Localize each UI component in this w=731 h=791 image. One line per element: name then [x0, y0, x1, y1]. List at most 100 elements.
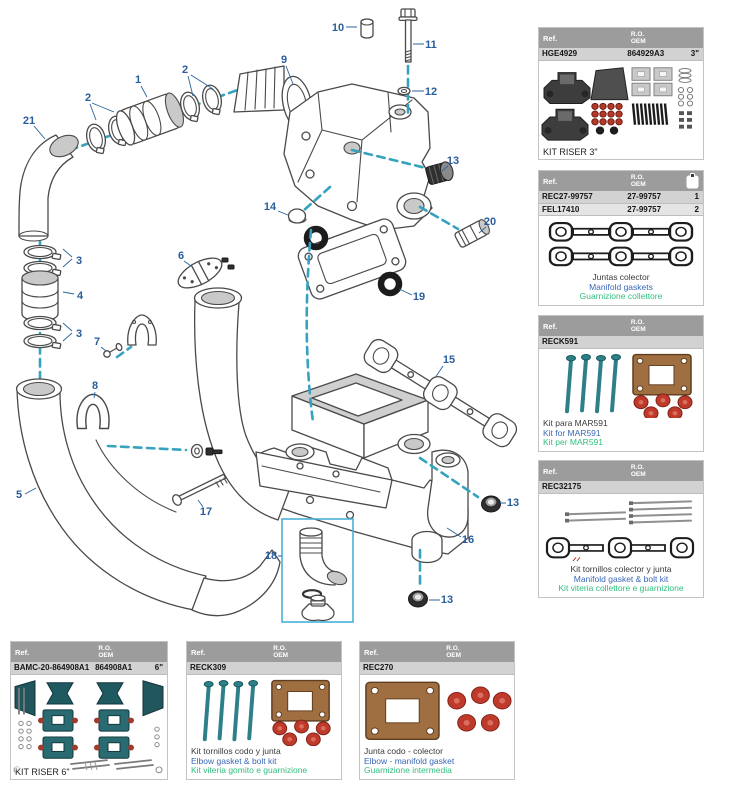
callout-13c: 13: [441, 594, 453, 606]
part-ref: HGE4929: [542, 49, 578, 59]
caption-it: Guarnizione collettore: [579, 291, 663, 302]
product-photo-area: KIT RISER 6": [11, 675, 167, 780]
callout-2a: 2: [182, 64, 188, 76]
part-plug-13-upper: [425, 161, 454, 185]
callout-7: 7: [94, 336, 100, 348]
caption-es: Kit para MAR591: [543, 418, 608, 429]
table-row: REC32175: [539, 481, 703, 494]
parts-card-reck309: Ref. R.O.OEM RECK309: [186, 641, 342, 780]
package-icon: [686, 173, 699, 189]
callout-14: 14: [264, 201, 277, 213]
parts-card-kit-riser-3: Ref. R.O.OEM HGE4929 864929A3 3": [538, 27, 704, 160]
callout-13b: 13: [507, 497, 519, 509]
callout-16: 16: [462, 534, 474, 546]
callout-21: 21: [23, 115, 35, 127]
table-row: RECK591: [539, 336, 703, 349]
product-photo-rec32175: [545, 499, 695, 561]
part-bolt-17: [172, 473, 228, 506]
caption-en: Kit for MAR591: [543, 427, 601, 438]
table-row: REC27-99757 27-99757 1: [539, 191, 703, 204]
part-fitting-20: [454, 219, 490, 248]
table-header: Ref. R.O.OEM: [539, 171, 703, 191]
col-ref-label: Ref.: [543, 322, 558, 331]
table-row: RECK309: [187, 662, 341, 675]
part-plug-14: [287, 208, 307, 224]
part-retainer-clip: [127, 314, 157, 346]
caption-block: Junta codo - colector Elbow - manifold g…: [360, 746, 514, 779]
exploded-parts-diagram: 10 11 12 9 2 1 2 21 13 14 20 19 3 4 3 6 …: [15, 8, 519, 623]
caption-en: Elbow - manifold gasket: [364, 755, 455, 766]
product-photo-rec270: [365, 681, 512, 740]
part-oem: 864929A3: [627, 49, 665, 59]
part-oem: 27-99757: [627, 204, 662, 214]
part-manifold-gasket-15: [363, 338, 518, 448]
col-oem-label: R.O.OEM: [446, 644, 462, 660]
callout-4: 4: [77, 290, 84, 302]
product-photo-area: [539, 349, 703, 419]
part-qty: 3": [690, 49, 699, 59]
col-ref-label: Ref.: [364, 648, 379, 657]
kit-caption: KIT RISER 6": [15, 767, 70, 777]
callout-1: 1: [135, 74, 141, 86]
col-oem-label: R.O.OEM: [630, 173, 646, 189]
part-ref: FEL17410: [542, 204, 580, 214]
caption-en: Elbow gasket & bolt kit: [191, 755, 277, 766]
callout-2b: 2: [85, 92, 91, 104]
callout-5: 5: [16, 489, 22, 501]
product-photo-reck309: [202, 679, 331, 746]
callout-19: 19: [413, 291, 425, 303]
part-oem: 864908A1: [95, 663, 133, 673]
callout-15: 15: [443, 354, 455, 366]
callout-3b: 3: [76, 328, 82, 340]
col-oem-label: R.O.OEM: [630, 318, 646, 334]
parts-card-rec32175: Ref. R.O.OEM REC32175: [538, 460, 704, 598]
part-hose-clamp-stack: [21, 244, 62, 350]
callout-12: 12: [425, 86, 437, 98]
col-oem-label: R.O.OEM: [630, 30, 646, 46]
part-bolt-11: [398, 8, 418, 63]
product-photo-manifold-gaskets: [548, 221, 694, 267]
part-exhaust-elbow-body: [283, 83, 433, 231]
caption-it: Kit per MAR591: [543, 437, 603, 448]
table-header: Ref. R.O.OEM: [539, 28, 703, 48]
part-plug-13-bottom: [408, 590, 428, 608]
product-photo-area: [360, 675, 514, 747]
product-photo-area: [539, 494, 703, 565]
caption-es: Junta codo - colector: [364, 746, 443, 757]
col-ref-label: Ref.: [15, 648, 30, 657]
part-ref: RECK591: [542, 337, 579, 347]
callout-17: 17: [200, 506, 212, 518]
col-oem-label: R.O.OEM: [273, 644, 289, 660]
col-ref-label: Ref.: [543, 467, 558, 476]
table-header: Ref. R.O.OEM: [539, 461, 703, 481]
caption-it: Kit viteria gomito e guarnizione: [191, 765, 308, 776]
table-row: FEL17410 27-99757 2: [539, 203, 703, 216]
parts-card-rec270: Ref. R.O.OEM REC270 Junta codo - colecto: [359, 641, 515, 780]
part-y-pipe-5: [15, 287, 393, 617]
col-ref-label: Ref.: [543, 177, 558, 186]
part-ref: RECK309: [190, 663, 227, 673]
table-header: Ref. R.O.OEM: [360, 642, 514, 662]
caption-block: Kit para MAR591 Kit for MAR591 Kit per M…: [539, 418, 703, 451]
callout-11: 11: [425, 39, 437, 51]
table-row: HGE4929 864929A3 3": [539, 48, 703, 61]
col-ref-label: Ref.: [543, 34, 558, 43]
part-anode-plate-6: [177, 257, 235, 289]
caption-es: Kit tornillos codo y junta: [191, 746, 281, 757]
table-row: BAMC-20-864908A1 864908A1 6": [11, 662, 167, 675]
callout-20: 20: [484, 216, 496, 228]
callout-9: 9: [281, 54, 287, 66]
callout-leader-lines: [24, 26, 506, 601]
callout-8: 8: [92, 380, 98, 392]
caption-block: Kit tornillos colector y junta Manifold …: [539, 564, 703, 597]
part-plug-13-right: [481, 495, 501, 513]
part-qty: 1: [694, 192, 699, 202]
product-photo-area: KIT RISER 3": [539, 61, 703, 160]
product-photo-reck591: [565, 353, 693, 419]
caption-en: Manifold gaskets: [589, 281, 653, 292]
caption-it: Kit viteria collettore e guarnizione: [558, 583, 684, 594]
callout-3a: 3: [76, 255, 82, 267]
part-oem: 27-99757: [627, 192, 662, 202]
caption-it: Guarnizione intermedia: [364, 765, 452, 776]
parts-card-kit-riser-6: Ref. R.O.OEM BAMC-20-864908A1 864908A1 6…: [10, 641, 168, 780]
